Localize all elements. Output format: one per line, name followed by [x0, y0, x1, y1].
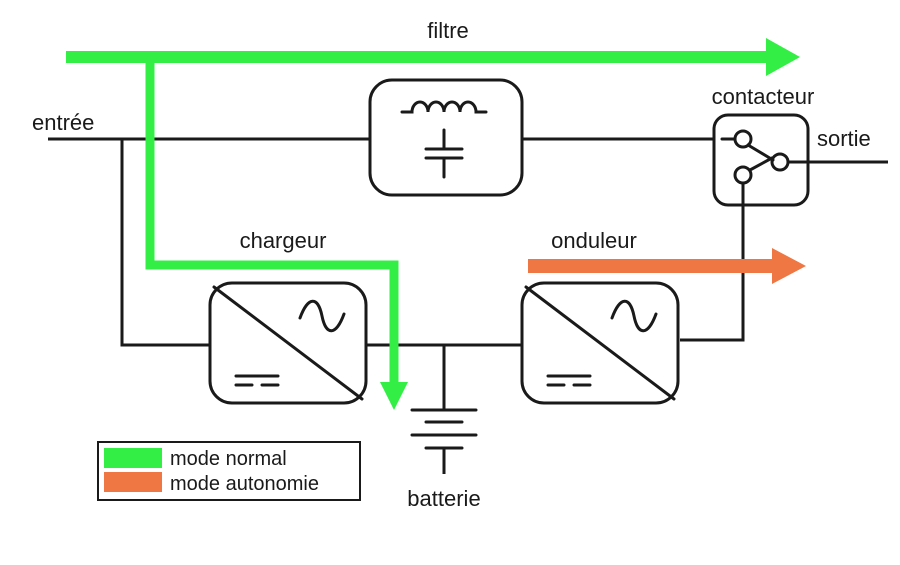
- ac-wave-icon: [610, 299, 658, 333]
- label-entree: entrée: [32, 110, 94, 135]
- charger-feed-wire: [120, 139, 210, 347]
- ac-wave-icon: [298, 299, 346, 333]
- dc-symbol-icon: [234, 374, 280, 387]
- inverter-to-contactor-wire: [680, 205, 745, 342]
- dc-symbol-icon: [546, 374, 592, 387]
- legend-label-autonomy: mode autonomie: [170, 473, 319, 495]
- inductor-icon: [400, 100, 488, 114]
- autonomy-path-arrowhead: [772, 248, 806, 284]
- legend-swatch-autonomy: [104, 472, 162, 492]
- charger-diagonal: [212, 285, 364, 401]
- charger-block: [208, 281, 368, 405]
- contactor-box: [712, 113, 810, 207]
- battery-icon: [410, 408, 478, 450]
- label-chargeur: chargeur: [240, 228, 327, 253]
- circuit-wires: [48, 137, 888, 474]
- normal-path-charger: [145, 57, 399, 385]
- filter-block: [368, 78, 524, 197]
- normal-path-charger-arrowhead: [380, 382, 408, 410]
- normal-mode-path: [66, 38, 800, 410]
- label-filtre: filtre: [427, 18, 469, 43]
- contactor-block: [712, 113, 810, 207]
- autonomy-mode-path: [528, 248, 806, 284]
- capacitor-icon: [424, 128, 464, 179]
- legend-swatch-normal: [104, 448, 162, 468]
- label-contacteur: contacteur: [712, 84, 815, 109]
- label-onduleur: onduleur: [551, 228, 637, 253]
- filter-box: [368, 78, 524, 197]
- label-batterie: batterie: [407, 486, 480, 511]
- legend-label-normal: mode normal: [170, 448, 287, 470]
- normal-path-arrowhead: [766, 38, 800, 76]
- switch-icon: [720, 129, 810, 207]
- legend: mode normal mode autonomie: [97, 441, 361, 501]
- label-sortie: sortie: [817, 126, 871, 151]
- inverter-block: [520, 281, 680, 405]
- inverter-diagonal: [524, 285, 676, 401]
